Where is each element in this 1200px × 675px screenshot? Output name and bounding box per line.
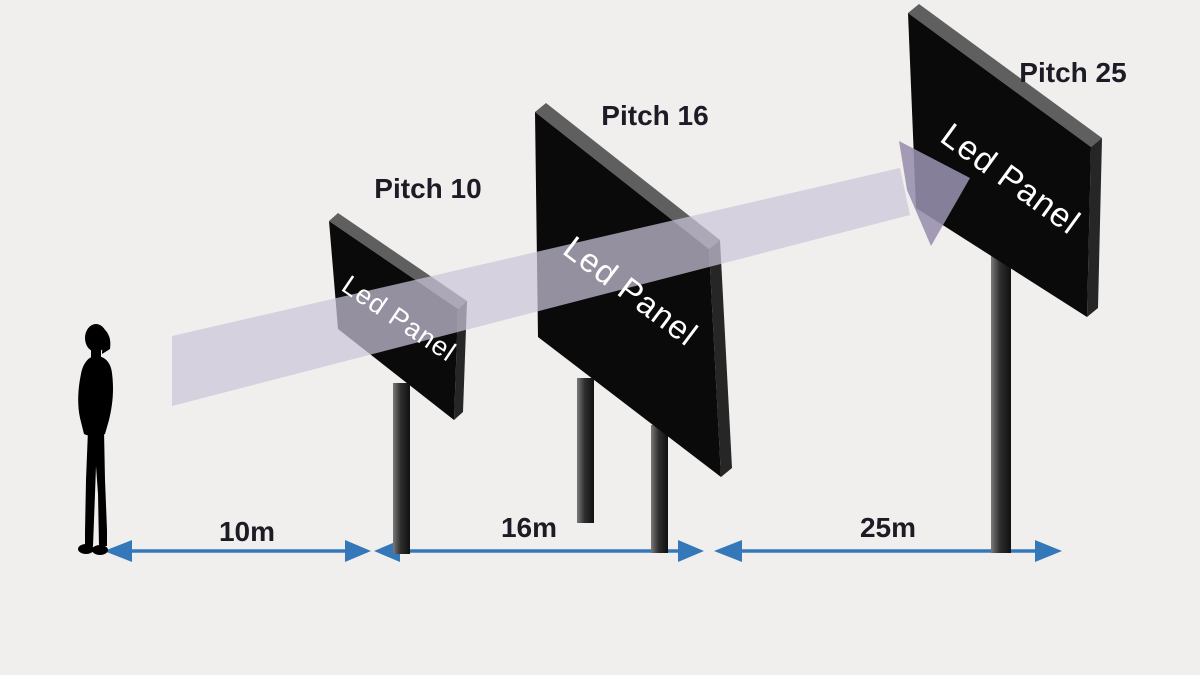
measure-arrows xyxy=(104,540,1062,562)
viewing-beam-arrow xyxy=(172,141,970,406)
panel-2-top-edge xyxy=(535,103,720,249)
person-silhouette-icon xyxy=(78,324,113,555)
pitch-10-label: Pitch 10 xyxy=(374,173,481,204)
panel-poles xyxy=(393,250,1011,554)
pitch-16-label: Pitch 16 xyxy=(601,100,708,131)
arrowhead-right-icon xyxy=(678,540,704,562)
panel-2-side-edge xyxy=(709,240,732,477)
distance-arrow-10m xyxy=(104,540,371,562)
distance-label-25m: 25m xyxy=(860,512,916,543)
panel-3-side-edge xyxy=(1087,138,1102,317)
panel-2-back-pole xyxy=(577,378,594,523)
panel-3-pole xyxy=(991,250,1011,553)
distance-label-10m: 10m xyxy=(219,516,275,547)
viewing-beam-shaft xyxy=(172,168,910,406)
panel-3-top-edge xyxy=(908,4,1102,147)
arrowhead-left-icon xyxy=(714,540,742,562)
viewing-beam-arrowhead-icon xyxy=(899,141,970,246)
panel-1-pole xyxy=(393,383,410,554)
panel-2-front-pole xyxy=(651,425,668,553)
panel-3-screen xyxy=(908,13,1091,317)
pitch-25-label: Pitch 25 xyxy=(1019,57,1126,88)
distance-arrow-25m xyxy=(714,540,1062,562)
panel-3 xyxy=(908,4,1102,317)
distance-label-16m: 16m xyxy=(501,512,557,543)
panel-2-screen xyxy=(535,112,721,477)
arrowhead-left-icon xyxy=(104,540,132,562)
arrowhead-right-icon xyxy=(1035,540,1062,562)
arrowhead-right-icon xyxy=(345,540,371,562)
panel-2 xyxy=(535,103,732,477)
